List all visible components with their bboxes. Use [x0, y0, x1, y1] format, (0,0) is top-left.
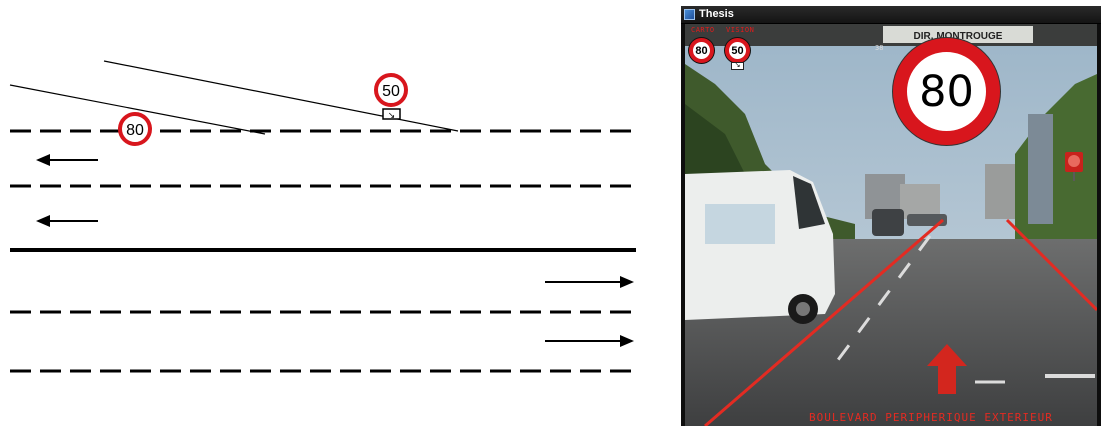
- detection-confidence: 38: [875, 44, 883, 52]
- title-bar[interactable]: Thesis: [681, 6, 1101, 24]
- right-arrow-icon: [545, 276, 634, 288]
- detected-speed-sign: 80: [893, 38, 1000, 145]
- left-arrow-icon: [36, 154, 98, 166]
- roadside-sign-icon: [1064, 151, 1084, 181]
- right-arrow-icon: [545, 335, 634, 347]
- hud-exit-arrow-icon: ↘: [731, 62, 744, 70]
- app-icon: [684, 9, 695, 20]
- hud-carto-label: CARTO: [691, 26, 715, 34]
- hud-vision-speed-sign: 50: [725, 38, 750, 63]
- office-tower: [1028, 114, 1053, 224]
- hud-vision-label: VISION: [726, 26, 754, 34]
- speed-sign-80: 80: [120, 114, 150, 144]
- speed-sign-50-value: 50: [382, 83, 400, 100]
- video-frame: DIR. MONTROUGE: [685, 24, 1097, 426]
- speed-sign-50: 50 ↘: [376, 75, 406, 121]
- white-van: [685, 170, 835, 324]
- hud-carto-speed-sign: 80: [689, 38, 714, 63]
- app-window: Thesis DIR. MONTROUGE: [681, 6, 1101, 426]
- speed-sign-80-value: 80: [126, 122, 144, 139]
- lane-diagram: 80 50 ↘: [0, 0, 660, 426]
- window-title: Thesis: [699, 7, 734, 22]
- left-arrow-icon: [36, 215, 98, 227]
- building-center: [900, 184, 940, 219]
- street-name-overlay: BOULEVARD PERIPHERIQUE EXTERIEUR: [809, 411, 1053, 424]
- exit-arrow-icon: ↘: [388, 111, 396, 121]
- dark-car: [872, 209, 904, 236]
